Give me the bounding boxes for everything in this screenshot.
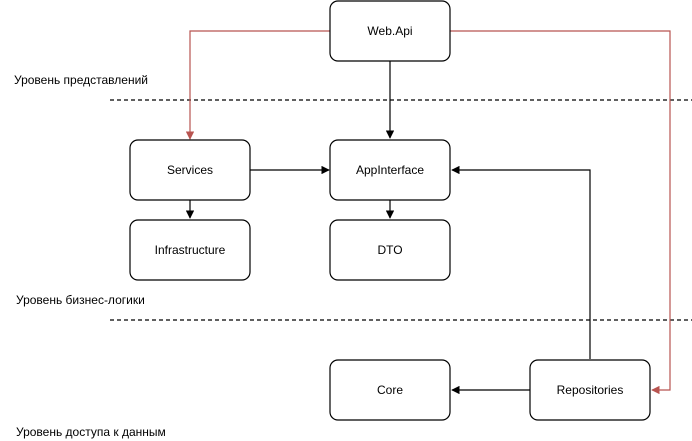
node-services-label: Services — [167, 163, 213, 177]
edge-webapi-repositories — [450, 30, 671, 395]
node-appinterface-label: AppInterface — [356, 163, 424, 177]
node-repositories: Repositories — [529, 359, 651, 421]
node-webapi: Web.Api — [329, 0, 451, 62]
node-webapi-label: Web.Api — [367, 24, 412, 38]
node-dto: DTO — [329, 219, 451, 281]
node-core-label: Core — [377, 383, 403, 397]
node-appinterface: AppInterface — [329, 139, 451, 201]
layer-label-data-access: Уровень доступа к данным — [16, 425, 166, 439]
layer-label-business: Уровень бизнес-логики — [16, 293, 145, 307]
node-services: Services — [129, 139, 251, 201]
edge-webapi-services — [185, 30, 330, 140]
layer-label-presentation: Уровень представлений — [14, 73, 148, 87]
node-repositories-label: Repositories — [557, 383, 624, 397]
edge-repositories-appinterface — [451, 165, 591, 359]
node-dto-label: DTO — [377, 243, 402, 257]
node-core: Core — [329, 359, 451, 421]
node-infrastructure-label: Infrastructure — [155, 243, 226, 257]
node-infrastructure: Infrastructure — [129, 219, 251, 281]
